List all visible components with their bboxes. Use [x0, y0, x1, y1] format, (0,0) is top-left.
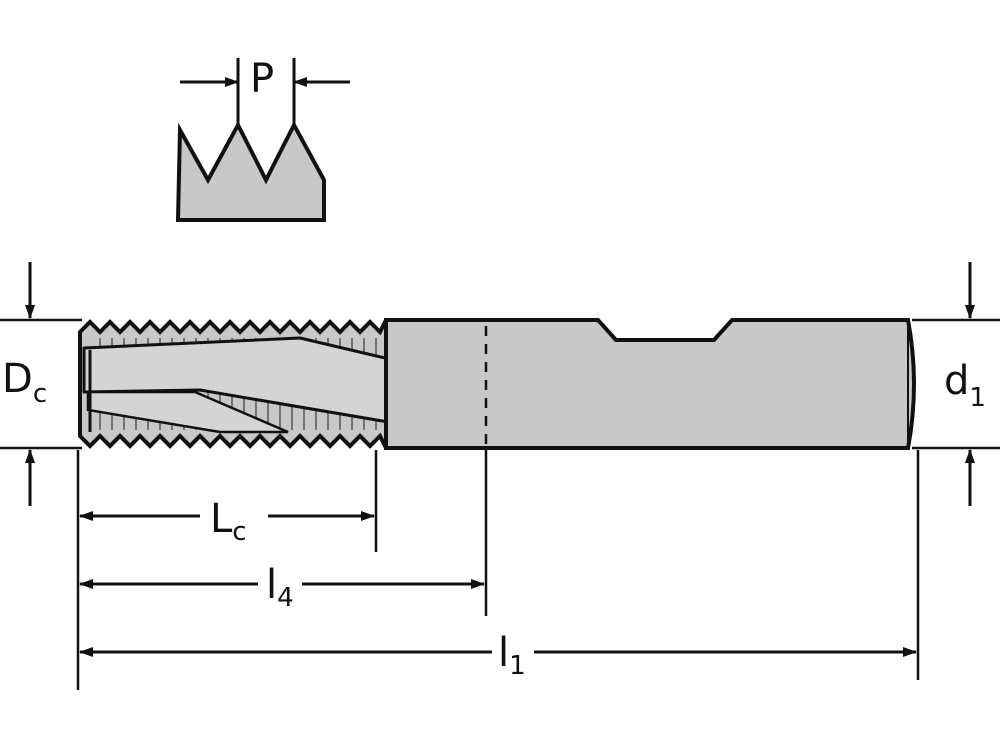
- lc-sub: c: [232, 517, 246, 547]
- cutter-body: [78, 318, 916, 450]
- lc-main: L: [210, 496, 233, 542]
- diameter-dimensions: Dc d1: [0, 262, 1000, 506]
- l4-label: l4: [266, 562, 294, 613]
- dc-main: D: [2, 356, 33, 402]
- d1-label: d1: [944, 358, 986, 413]
- l1-main: l: [498, 630, 509, 676]
- dc-sub: c: [33, 379, 47, 409]
- d1-sub: 1: [969, 383, 986, 413]
- pitch-label: P: [250, 56, 274, 102]
- thread-profile-detail: P: [175, 56, 350, 222]
- l1-label: l1: [498, 630, 526, 681]
- l4-main: l: [266, 562, 277, 608]
- d1-main: d: [944, 358, 969, 404]
- l4-sub: 4: [277, 583, 294, 613]
- shank: [384, 318, 916, 450]
- l1-sub: 1: [509, 651, 526, 681]
- lc-label: Lc: [210, 496, 247, 547]
- dc-label: Dc: [2, 356, 47, 409]
- length-dimensions: Lc l4 l1: [76, 450, 920, 690]
